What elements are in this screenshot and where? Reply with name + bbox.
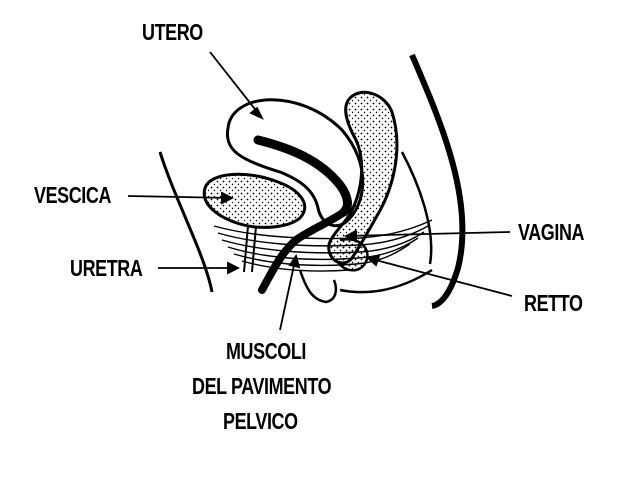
label-retto: RETTO — [524, 290, 583, 316]
label-vescica: VESCICA — [34, 182, 112, 208]
leader-lines — [127, 51, 513, 331]
inner-back-curve — [400, 151, 433, 265]
vaginal-canal — [258, 208, 348, 294]
sacrum-outline — [409, 53, 466, 309]
anal-canal-outline — [339, 268, 433, 294]
label-uretra: URETRA — [70, 255, 143, 281]
pubic-outline — [158, 151, 214, 293]
label-muscoli-line3: PELVICO — [223, 408, 298, 434]
label-utero: UTERO — [142, 19, 203, 45]
bladder — [202, 172, 307, 229]
label-muscoli-line2: DEL PAVIMENTO — [192, 373, 332, 399]
label-muscoli-line1: MUSCOLI — [226, 338, 306, 364]
rectum-lower — [336, 237, 369, 272]
label-vagina: VAGINA — [518, 219, 585, 245]
perineal-tissue — [298, 269, 338, 304]
uterine-cavity — [253, 135, 352, 217]
